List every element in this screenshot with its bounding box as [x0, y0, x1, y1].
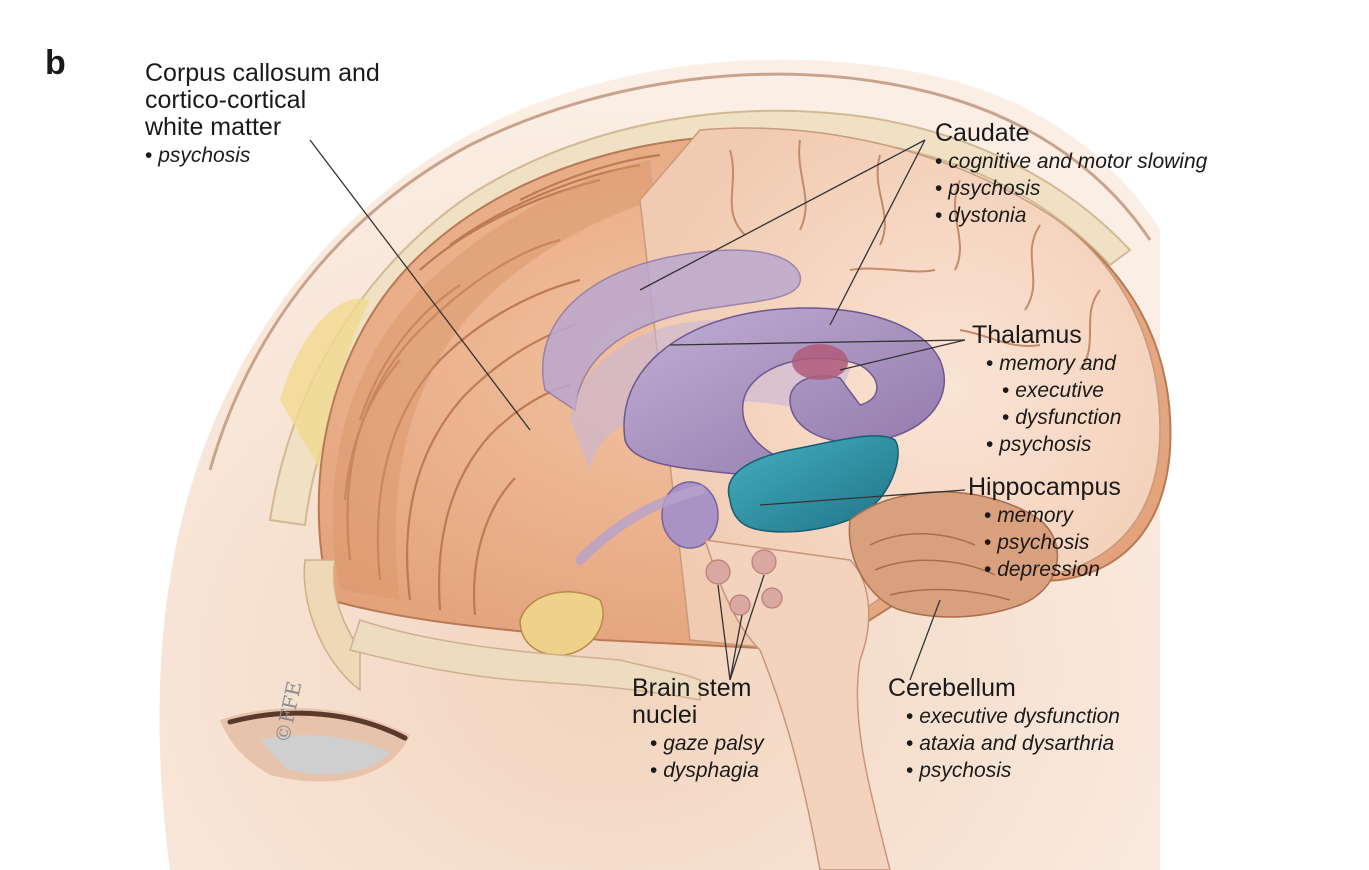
frontal-sinus [280, 298, 370, 470]
frontal-cortex-band [332, 160, 655, 600]
label-item: ataxia and dysarthria [906, 730, 1120, 757]
label-item: gaze palsy [650, 730, 763, 757]
label-title: Cerebellum [888, 674, 1016, 702]
eye [260, 734, 390, 775]
label-brain-stem-nuclei: Brain stem nuclei gaze palsy dysphagia [632, 675, 764, 784]
label-item: psychosis [145, 142, 380, 169]
label-hippocampus: Hippocampus memory psychosis depression [968, 474, 1121, 583]
sphenoid-sinus [519, 591, 604, 656]
brain-stem [703, 539, 891, 870]
label-item: psychosis [935, 175, 1207, 202]
label-item-continued: dysfunction [986, 404, 1121, 431]
label-item: psychosis [986, 431, 1121, 458]
label-thalamus: Thalamus memory and executive dysfunctio… [972, 322, 1121, 458]
label-item-continued: executive [986, 377, 1121, 404]
label-item: psychosis [984, 529, 1121, 556]
skull-base [349, 619, 701, 701]
pink-nucleus [792, 344, 848, 380]
caudate-nucleus [542, 249, 801, 412]
scalp [208, 72, 1152, 471]
leader-lines [309, 139, 966, 681]
label-item: memory and [986, 350, 1121, 377]
label-title: Corpus callosum and [145, 59, 380, 87]
label-title: Hippocampus [968, 473, 1121, 501]
label-title: white matter [145, 113, 282, 141]
orbit-bone [303, 559, 361, 692]
brain-stem-nuclei [705, 549, 783, 616]
cerebellum-folia [869, 533, 1011, 601]
hippocampus [727, 435, 899, 533]
label-item: dysphagia [650, 757, 764, 784]
label-item: cognitive and motor slowing [935, 148, 1207, 175]
label-item: depression [984, 556, 1121, 583]
label-item: executive dysfunction [906, 703, 1120, 730]
eyelashes [227, 710, 408, 741]
label-title: cortico-cortical [145, 86, 307, 114]
label-caudate: Caudate cognitive and motor slowing psyc… [935, 120, 1207, 229]
label-cerebellum: Cerebellum executive dysfunction ataxia … [888, 675, 1120, 784]
panel-letter: b [45, 44, 66, 82]
label-corpus-callosum: Corpus callosum and cortico-cortical whi… [145, 60, 380, 169]
label-title: Thalamus [972, 321, 1082, 349]
label-title: nuclei [632, 701, 698, 729]
label-item: psychosis [906, 757, 1120, 784]
label-item: memory [984, 502, 1121, 529]
label-title: Caudate [935, 119, 1030, 147]
label-title: Brain stem [632, 674, 752, 702]
fornix [575, 485, 705, 565]
cortex-gyri [343, 153, 661, 616]
label-item: dystonia [935, 202, 1207, 229]
